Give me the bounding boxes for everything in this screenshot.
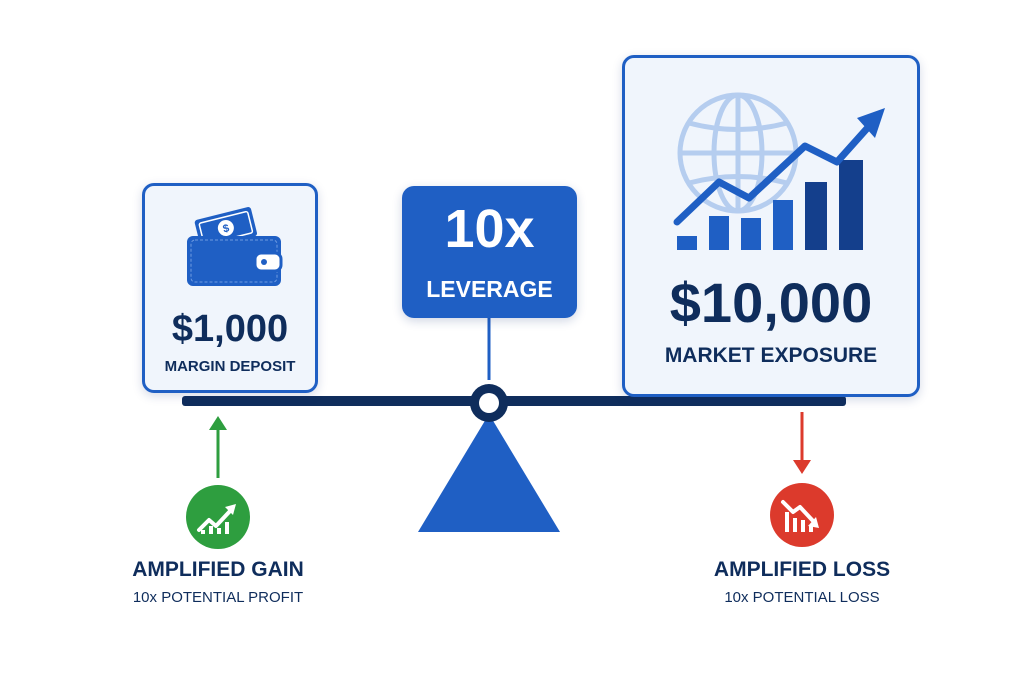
exposure-label: MARKET EXPOSURE	[664, 344, 878, 367]
market-exposure-card: $10,000 MARKET EXPOSURE	[622, 55, 920, 397]
margin-label: MARGIN DEPOSIT	[164, 358, 296, 375]
scale-fulcrum	[418, 414, 560, 532]
wallet-icon: $	[187, 207, 283, 286]
gain-title: AMPLIFIED GAIN	[132, 558, 304, 581]
svg-text:$: $	[222, 222, 231, 235]
loss-subtitle: 10x POTENTIAL LOSS	[724, 589, 880, 606]
gain-arrow	[209, 416, 227, 478]
margin-amount: $1,000	[171, 308, 289, 350]
loss-title: AMPLIFIED LOSS	[713, 558, 891, 581]
leverage-label: LEVERAGE	[426, 276, 553, 302]
margin-deposit-card: $ $1,000 MARGIN DEPOSIT	[142, 183, 318, 393]
trend-down-icon	[770, 483, 834, 547]
scale-beam	[182, 396, 846, 406]
gain-subtitle: 10x POTENTIAL PROFIT	[132, 589, 304, 606]
leverage-box: 10x LEVERAGE	[402, 186, 577, 318]
leverage-multiplier: 10x	[444, 199, 535, 259]
trend-up-icon	[186, 485, 250, 549]
exposure-amount: $10,000	[669, 271, 873, 334]
loss-arrow	[793, 412, 811, 474]
growth-chart-icon	[673, 108, 885, 250]
